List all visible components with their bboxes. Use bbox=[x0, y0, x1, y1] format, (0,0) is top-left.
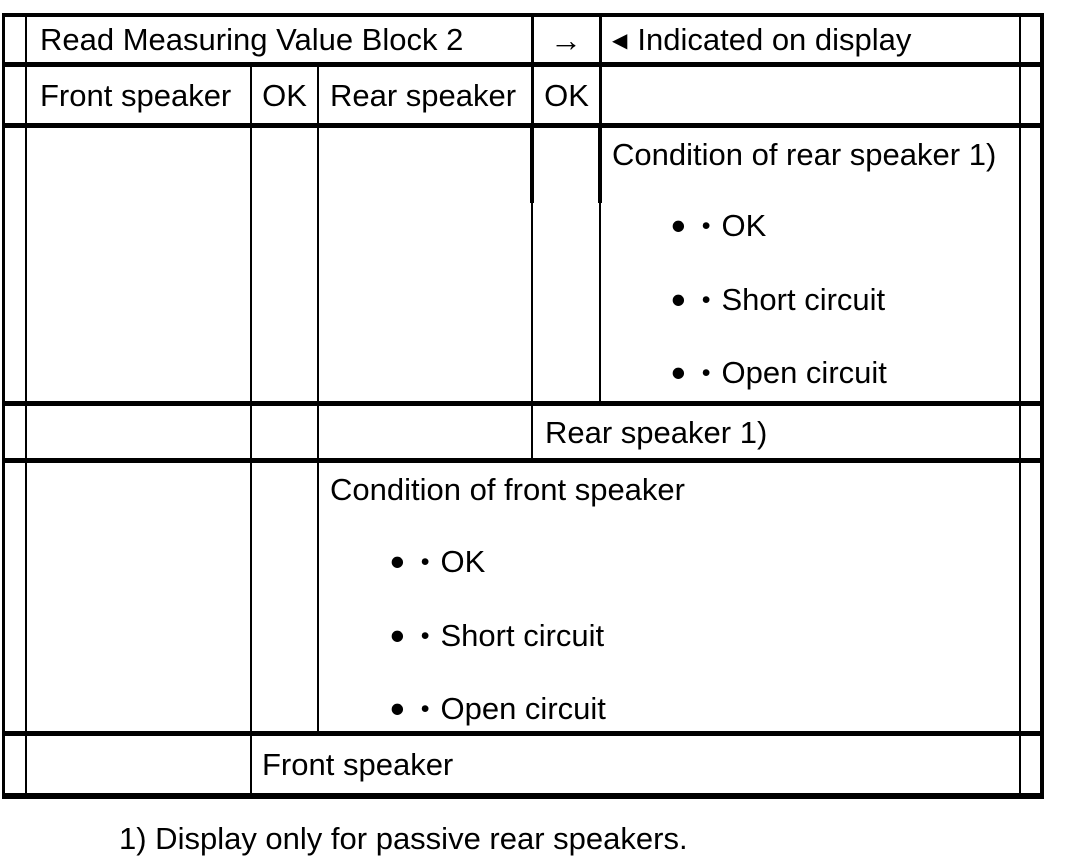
rear-condition-item-label: Open circuit bbox=[721, 354, 887, 390]
front-ok-label: OK bbox=[262, 78, 307, 113]
rear-speaker-result-cell: Rear speaker 1) bbox=[545, 406, 767, 458]
dot-icon: • bbox=[420, 621, 430, 650]
col-line-rear-ok-thin bbox=[531, 203, 533, 463]
dot-icon: • bbox=[420, 547, 430, 576]
row-divider-3 bbox=[2, 401, 1044, 406]
right-arrow-icon: → bbox=[550, 21, 582, 58]
function-title: Read Measuring Value Block 2 bbox=[40, 17, 463, 62]
front-condition-item-open: • • Open circuit bbox=[390, 685, 606, 732]
front-speaker-header-cell: Front speaker bbox=[40, 68, 231, 123]
left-pointer-icon: ◀ bbox=[612, 29, 628, 52]
col-line-ok-display-stub bbox=[598, 128, 602, 203]
rear-speaker-header-label: Rear speaker bbox=[330, 78, 517, 113]
footnote-label: 1) Display only for passive rear speaker… bbox=[119, 820, 688, 856]
rear-condition-item-label: Short circuit bbox=[721, 281, 886, 317]
display-indicator-label: Indicated on display bbox=[637, 22, 912, 57]
bullet-icon: • bbox=[671, 349, 686, 396]
function-title-label: Read Measuring Value Block 2 bbox=[40, 22, 464, 57]
dot-icon: • bbox=[701, 358, 711, 387]
row-divider-4 bbox=[2, 458, 1044, 463]
bullet-icon: • bbox=[390, 685, 405, 732]
front-condition-title: Condition of front speaker bbox=[330, 468, 685, 510]
rear-condition-item-open: • • Open circuit bbox=[671, 349, 887, 396]
rear-condition-item-label: OK bbox=[721, 207, 767, 243]
col-line-ok-display-thin bbox=[599, 203, 601, 406]
rear-speaker-result-label: Rear speaker 1) bbox=[545, 414, 768, 450]
col-line-rear-ok-stub bbox=[530, 128, 534, 203]
rear-condition-title-label: Condition of rear speaker 1) bbox=[612, 136, 997, 172]
rear-condition-title: Condition of rear speaker 1) bbox=[612, 133, 996, 175]
rear-ok-cell: OK bbox=[534, 68, 599, 123]
front-ok-cell: OK bbox=[252, 68, 317, 123]
front-speaker-header-label: Front speaker bbox=[40, 78, 232, 113]
table-bottom-border bbox=[2, 793, 1044, 799]
front-condition-item-label: Open circuit bbox=[440, 690, 606, 726]
row-divider-1 bbox=[2, 62, 1044, 67]
dot-icon: • bbox=[701, 211, 711, 240]
rear-speaker-header-cell: Rear speaker bbox=[330, 68, 516, 123]
front-condition-item-label: Short circuit bbox=[440, 617, 605, 653]
front-condition-title-label: Condition of front speaker bbox=[330, 471, 685, 507]
row-divider-5 bbox=[2, 731, 1044, 736]
front-speaker-result-cell: Front speaker bbox=[262, 736, 453, 793]
col-line-ok-rear bbox=[317, 62, 319, 736]
table-top-border bbox=[2, 13, 1044, 17]
rear-condition-item-short: • • Short circuit bbox=[671, 276, 886, 323]
bullet-icon: • bbox=[390, 538, 405, 585]
col-line-rear-ok-top bbox=[531, 13, 534, 128]
table-left-border bbox=[2, 13, 5, 799]
footnote: 1) Display only for passive rear speaker… bbox=[119, 818, 688, 858]
table-right-border bbox=[1040, 13, 1044, 799]
rear-ok-label: OK bbox=[544, 78, 589, 113]
arrow-cell: → bbox=[532, 17, 600, 62]
bullet-icon: • bbox=[390, 612, 405, 659]
row-divider-2 bbox=[2, 123, 1044, 128]
bullet-icon: • bbox=[671, 202, 686, 249]
front-condition-item-short: • • Short circuit bbox=[390, 612, 605, 659]
right-margin-column-line bbox=[1019, 13, 1021, 799]
left-margin-column-line bbox=[25, 13, 27, 799]
bullet-icon: • bbox=[671, 276, 686, 323]
display-indicator-cell: ◀ Indicated on display bbox=[612, 17, 911, 62]
dot-icon: • bbox=[701, 285, 711, 314]
col-line-ok-display-top bbox=[599, 13, 602, 128]
dot-icon: • bbox=[420, 694, 430, 723]
front-speaker-result-label: Front speaker bbox=[262, 747, 454, 782]
front-condition-item-ok: • • OK bbox=[390, 538, 486, 585]
front-condition-item-label: OK bbox=[440, 543, 486, 579]
col-line-front-ok bbox=[250, 62, 252, 799]
rear-condition-item-ok: • • OK bbox=[671, 202, 767, 249]
